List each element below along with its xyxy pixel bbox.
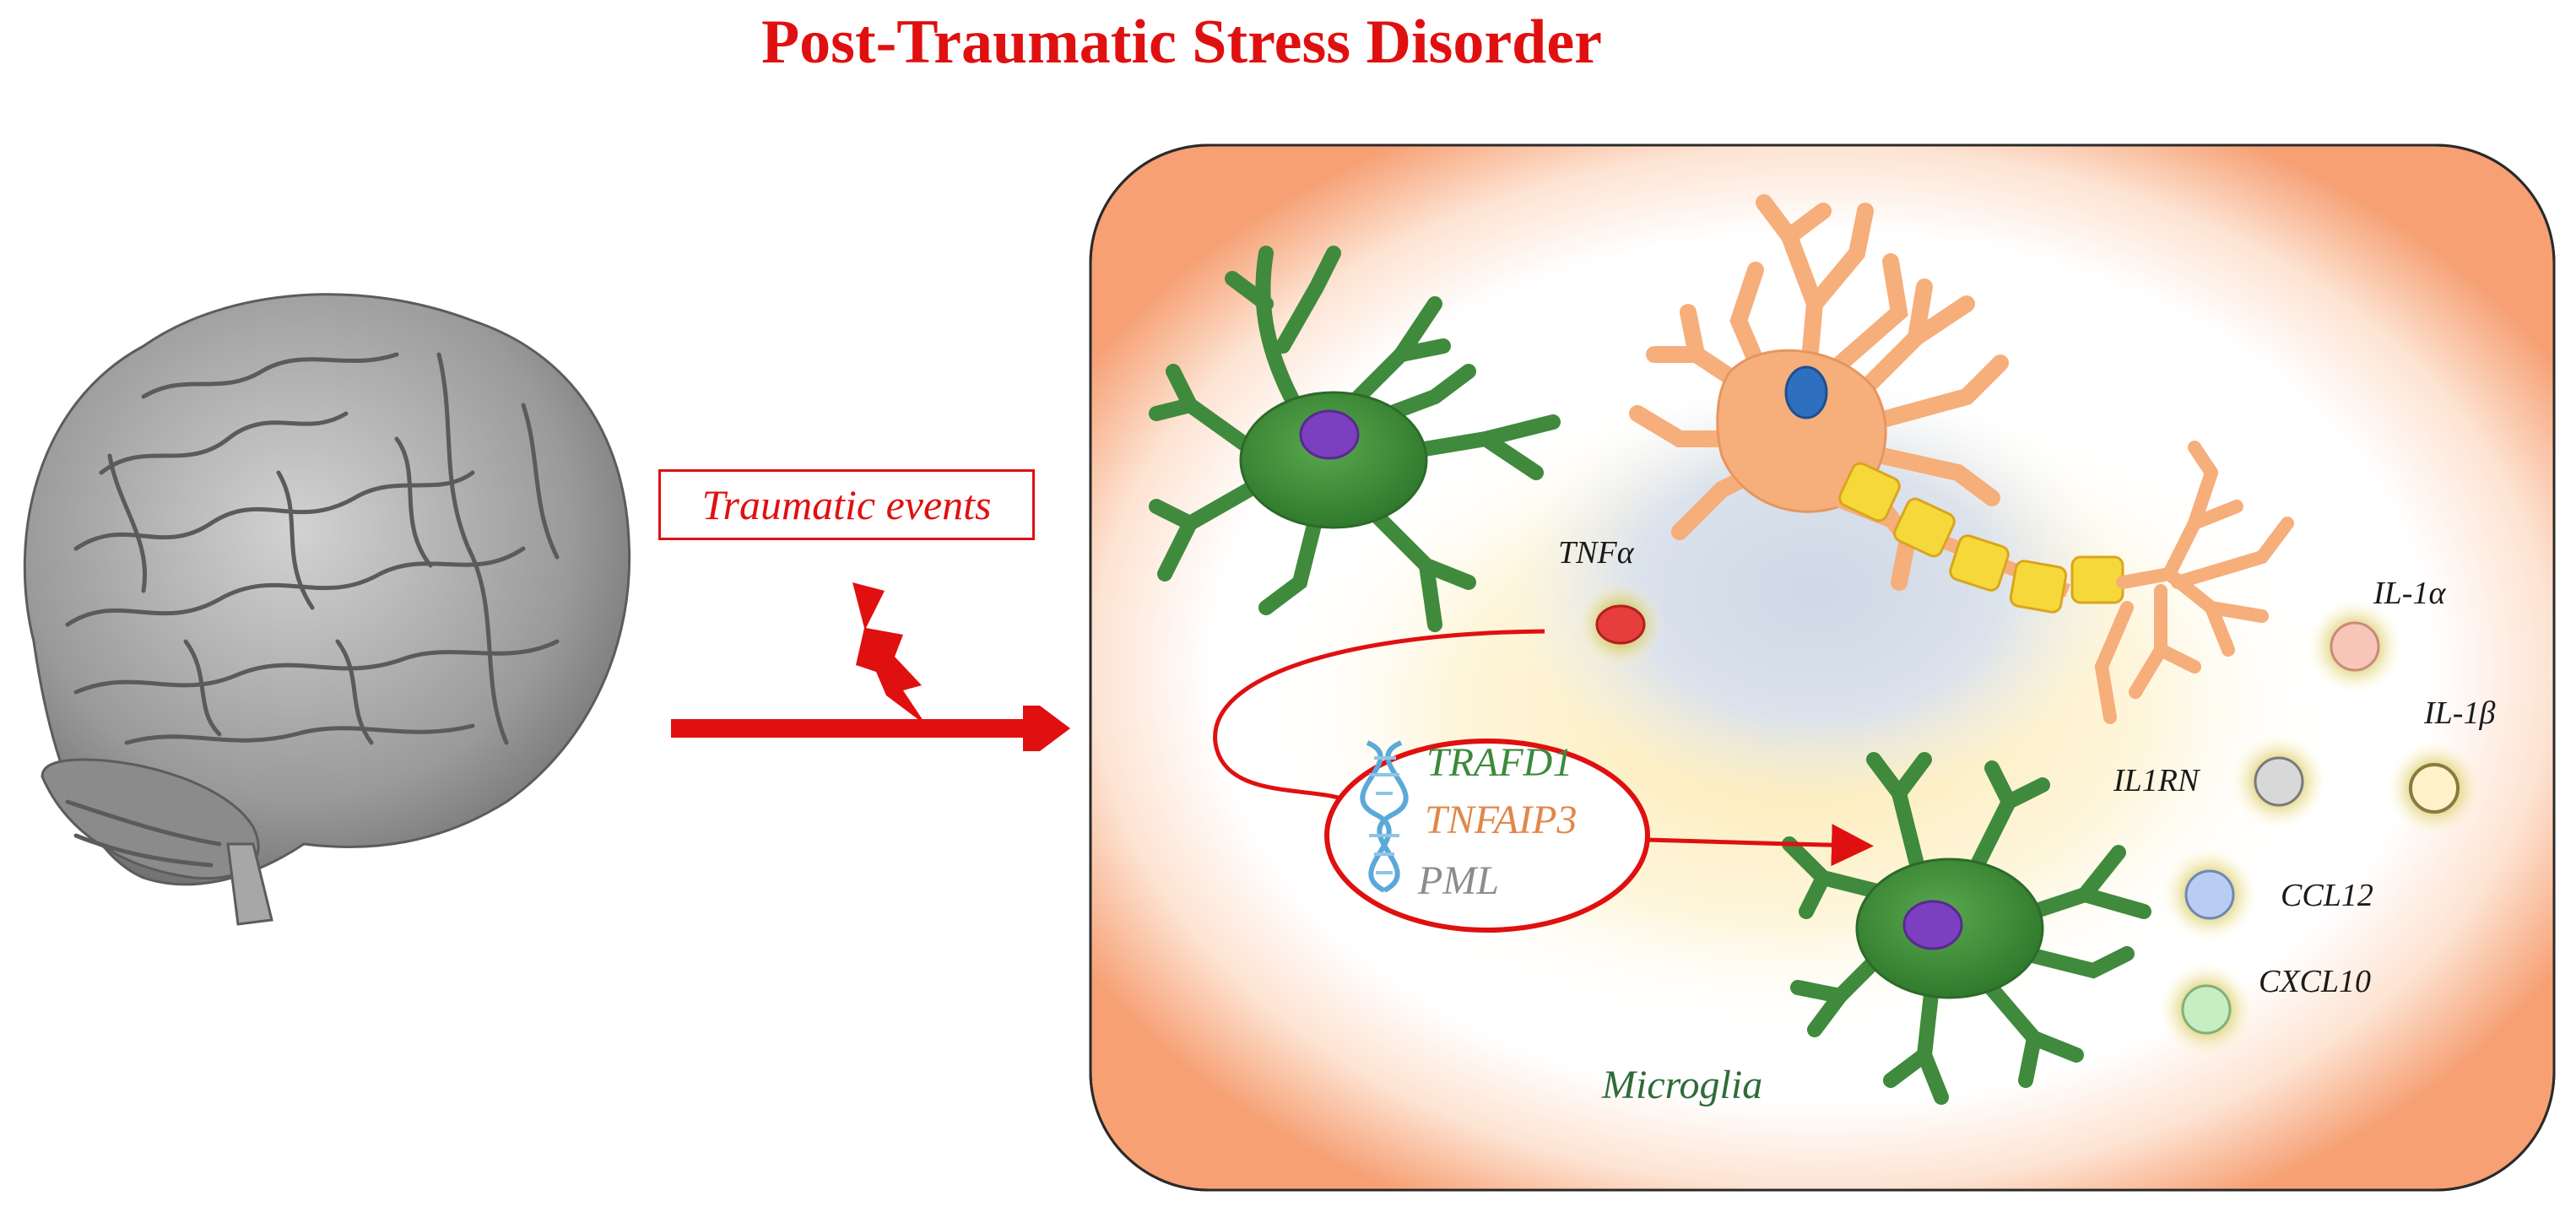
il1a-bubble [2330, 621, 2380, 672]
microglia-cell-bottom [1782, 752, 2151, 1105]
gene-trafd1-label: TRAFD1 [1426, 740, 1573, 785]
tnf-signal-curve [1213, 629, 1545, 804]
gene-pml-label: PML [1418, 858, 1499, 903]
myelinated-axon [1829, 462, 2124, 614]
arrow-shaft [671, 719, 1026, 738]
il1rn-label: IL1RN [2113, 763, 2200, 798]
neuron-cell [1629, 194, 2294, 724]
cytokine-bubbles [1577, 581, 2481, 1057]
il1b-label: IL-1β [2424, 695, 2496, 731]
brain-illustration [23, 293, 631, 926]
activation-arrow [1647, 824, 1874, 867]
microglia-nucleus-top [1299, 409, 1360, 460]
dna-icon [1360, 740, 1409, 893]
diagram-title: Post-Traumatic Stress Disorder [760, 8, 1603, 77]
il1rn-bubble [2254, 756, 2304, 807]
microglia-label: Microglia [1602, 1063, 1763, 1107]
trauma-events-label: Traumatic events [658, 469, 1035, 540]
trauma-events-text: Traumatic events [701, 481, 992, 528]
axon-terminal [2094, 441, 2294, 724]
tnf-alpha-label: TNFα [1558, 535, 1634, 571]
brain-cerebellum [41, 758, 260, 880]
tnf-alpha-bubble [1595, 604, 1646, 645]
gene-tnfaip3-label: TNFAIP3 [1425, 798, 1578, 842]
brain-stem [226, 842, 273, 926]
lightning-bolt-icon [852, 582, 927, 726]
arrow-head [1023, 706, 1070, 751]
microglia-nucleus-bottom [1902, 900, 1963, 950]
ccl12-label: CCL12 [2281, 878, 2373, 913]
signaling-pathway [1213, 629, 1874, 933]
neuron-nucleus [1784, 365, 1828, 419]
ccl12-bubble [2184, 869, 2235, 920]
brain-gyri [65, 352, 560, 868]
trauma-arrow-group [671, 582, 1070, 751]
microglia-cell-top [1149, 246, 1561, 632]
gene-expression-ellipse [1324, 739, 1650, 933]
il1b-bubble [2409, 763, 2460, 814]
cxcl10-bubble [2181, 984, 2232, 1035]
il1a-label: IL-1α [2373, 576, 2446, 611]
cxcl10-label: CXCL10 [2259, 964, 2372, 999]
